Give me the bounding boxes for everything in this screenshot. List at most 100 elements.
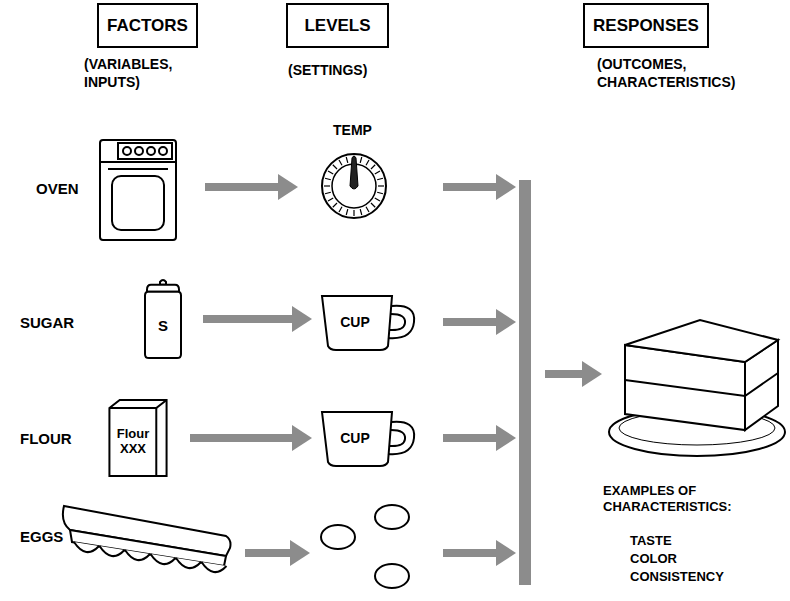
dial-tick [325,192,331,194]
oven-knob [159,147,167,155]
carton-cup [74,542,99,552]
arrow [443,434,496,442]
arrow [545,370,582,378]
sugar-jar-stroke [145,292,181,358]
oven-body [100,140,176,240]
dial-tick [360,209,362,215]
oven-knob [135,147,143,155]
dial-tick [377,192,383,194]
carton-cups [74,542,227,572]
oven-handle [108,168,168,170]
dial-tick [324,185,330,186]
dial-pointer [350,156,358,189]
label-text: COLOR [630,551,677,567]
flour-bag-stroke [109,400,166,408]
measuring-cup-stroke [389,430,405,446]
flow-arrow [190,434,292,442]
measuring-cup-stroke [389,314,405,330]
oven-icon [100,140,176,240]
measuring-cup-stroke [322,296,392,350]
arrow [443,549,496,557]
carton-cup [176,558,201,568]
temperature-dial [322,154,386,218]
label-text: (VARIABLES, INPUTS) [84,56,196,91]
arrow [443,318,496,326]
dial-tick [377,178,383,180]
dial-tick [333,165,337,169]
dial-tick [353,210,354,216]
label-text: TASTE [630,533,672,549]
dial-tick [328,171,333,174]
oven-window [112,176,164,230]
sugar-jar: S [143,278,183,360]
arrow [443,183,496,191]
label-text: OVEN [36,180,79,199]
arrow [205,183,278,191]
cake-top [625,320,778,362]
dial-tick [360,157,362,163]
label-text: EGGS [20,528,63,547]
dial-tick [366,160,369,165]
label-text: (OUTCOMES, CHARACTERISTICS) [597,56,777,91]
carton-cup [202,562,227,572]
label-text: FLOUR [20,430,72,449]
flour-bag: Flour XXX [106,398,170,478]
dial-tick [378,185,384,186]
dial-tick [375,171,380,174]
eggs-icon [321,505,409,588]
dial-tick [371,203,375,207]
sugar-cup: CUP [318,292,418,352]
oven-knob-panel [118,143,172,159]
egg [375,505,409,529]
dial-tick [366,207,369,212]
responses-header: RESPONSES [583,3,709,48]
flour-cup: CUP [318,408,418,468]
node-text: Flour XXX [111,427,155,457]
label-text: EXAMPLES OF CHARACTERISTICS: [603,483,783,516]
dial-tick [328,198,333,201]
dial-tick [346,157,348,163]
egg [321,525,355,549]
label-text: CONSISTENCY [630,569,724,585]
dial-ticks [324,156,384,216]
carton-cup [151,554,176,564]
node-text: CUP [340,314,370,330]
flour-bag-stroke [155,408,157,476]
dial-rim [322,154,386,218]
dial-tick [371,165,375,169]
node-text: S [158,317,168,334]
dial-tick [346,209,348,215]
oven-panel-line [100,161,176,163]
oven-knob [123,147,131,155]
dial-tick [339,160,342,165]
arrow [245,549,290,557]
measuring-cup-stroke [322,412,392,466]
cake-layer [625,373,778,396]
node-text: CUP [340,430,370,446]
levels-header: LEVELS [286,3,389,48]
carton-cup [100,546,125,556]
label-text: TEMP [333,122,372,140]
dial-tick [339,207,342,212]
cake-illustration [609,320,785,456]
measuring-cup-stroke [388,306,414,338]
label-text: (SETTINGS) [288,62,367,80]
node-text: RESPONSES [593,16,699,36]
dial-tick [333,203,337,207]
carton-tray [70,530,226,566]
merge-bar [519,180,531,585]
sugar-jar-stroke [147,285,179,292]
flow-arrow [203,315,292,323]
factors-header: FACTORS [97,3,198,48]
node-text: FACTORS [107,16,188,36]
carton-cup [125,550,150,560]
label-text: SUGAR [20,314,74,333]
node-text: LEVELS [304,16,370,36]
oven-knob [147,147,155,155]
dial-tick [325,178,331,180]
dial-tick [375,198,380,201]
egg-carton-icon [63,506,231,572]
egg [375,564,409,588]
measuring-cup-stroke [388,422,414,454]
